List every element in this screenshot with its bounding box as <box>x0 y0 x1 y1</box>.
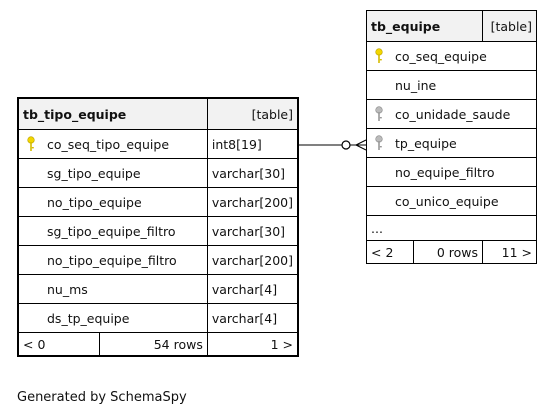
column-name: no_tipo_equipe <box>17 187 208 217</box>
table-row[interactable]: no_equipe_filtro <box>366 157 537 187</box>
table-header: tb_equipe <box>366 10 483 42</box>
column-type: int8[19] <box>206 129 299 159</box>
table-row[interactable]: co_unidade_saude <box>366 99 537 129</box>
foreign-key-icon <box>375 106 383 121</box>
table-row[interactable]: ds_tp_equipe varchar[4] <box>17 303 299 333</box>
table-row[interactable]: no_tipo_equipe_filtro varchar[200] <box>17 245 299 275</box>
table-row[interactable]: ... <box>366 215 537 241</box>
table-name: tb_tipo_equipe <box>23 106 127 122</box>
column-name: nu_ine <box>366 70 537 100</box>
table-name: tb_equipe <box>371 18 441 34</box>
table-row[interactable]: co_seq_equipe <box>366 41 537 71</box>
primary-key-icon <box>375 48 383 63</box>
more-columns: ... <box>366 215 537 241</box>
table-row[interactable]: tp_equipe <box>366 128 537 158</box>
child-count[interactable]: 11 > <box>482 240 537 264</box>
column-type: varchar[30] <box>206 158 299 188</box>
column-name: sg_tipo_equipe_filtro <box>17 216 208 246</box>
table-row[interactable]: co_seq_tipo_equipe int8[19] <box>17 129 299 159</box>
column-type: varchar[4] <box>206 303 299 333</box>
column-name: co_unico_equipe <box>366 186 537 216</box>
child-count[interactable]: 1 > <box>206 332 299 357</box>
table-footer: < 2 0 rows 11 > <box>366 240 537 264</box>
foreign-key-icon <box>375 135 383 150</box>
column-name: sg_tipo_equipe <box>17 158 208 188</box>
column-name: co_seq_tipo_equipe <box>47 136 170 152</box>
column-name: tp_equipe <box>395 135 457 151</box>
column-name: co_seq_equipe <box>395 48 487 64</box>
column-type: varchar[200] <box>206 245 299 275</box>
row-count: 0 rows <box>413 240 483 264</box>
table-kind: [table] <box>206 97 299 130</box>
table-row[interactable]: sg_tipo_equipe varchar[30] <box>17 158 299 188</box>
parent-count[interactable]: < 0 <box>17 332 100 357</box>
table-kind: [table] <box>482 10 537 42</box>
column-name: ds_tp_equipe <box>17 303 208 333</box>
column-name: no_equipe_filtro <box>366 157 537 187</box>
generated-by-label: Generated by SchemaSpy <box>17 390 187 405</box>
table-tb-tipo-equipe[interactable]: tb_tipo_equipe [table] co_seq_tipo_equip… <box>17 97 299 357</box>
table-row[interactable]: nu_ms varchar[4] <box>17 274 299 304</box>
table-row[interactable]: no_tipo_equipe varchar[200] <box>17 187 299 217</box>
table-row[interactable]: sg_tipo_equipe_filtro varchar[30] <box>17 216 299 246</box>
table-footer: < 0 54 rows 1 > <box>17 332 299 357</box>
column-type: varchar[4] <box>206 274 299 304</box>
table-row[interactable]: co_unico_equipe <box>366 186 537 216</box>
column-name: no_tipo_equipe_filtro <box>17 245 208 275</box>
primary-key-icon <box>27 136 35 151</box>
table-tb-equipe[interactable]: tb_equipe [table] co_seq_equipe nu_ine c… <box>366 10 537 264</box>
row-count: 54 rows <box>99 332 208 357</box>
column-type: varchar[30] <box>206 216 299 246</box>
column-name: nu_ms <box>17 274 208 304</box>
table-header: tb_tipo_equipe <box>17 97 208 130</box>
column-type: varchar[200] <box>206 187 299 217</box>
column-name: co_unidade_saude <box>395 106 511 122</box>
table-row[interactable]: nu_ine <box>366 70 537 100</box>
parent-count[interactable]: < 2 <box>366 240 414 264</box>
